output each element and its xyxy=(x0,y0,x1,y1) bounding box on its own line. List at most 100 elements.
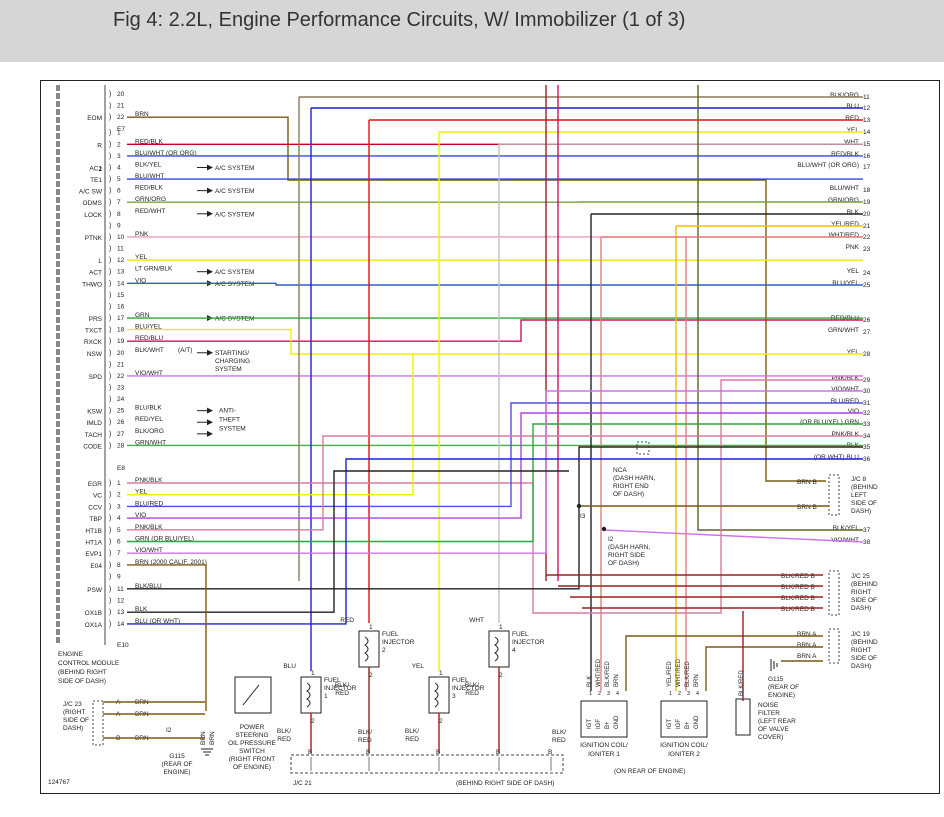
pin-bracket: ) xyxy=(109,211,111,218)
pin-number: 12 xyxy=(117,257,125,264)
callout-ac-system-arrow xyxy=(207,210,213,217)
right-wire-label: PNK xyxy=(846,244,860,251)
wire-label: VIO/WHT xyxy=(135,370,163,377)
ignition-coil-2-wire: BLK/RED xyxy=(685,661,691,687)
wire-label: LT GRN/BLK xyxy=(135,266,173,273)
ignition-coil-1-wire: BLK/RED xyxy=(605,661,611,687)
pin-bracket: ) xyxy=(109,130,111,137)
g115-right-label: G115 xyxy=(768,676,784,683)
pin-signal: EGR xyxy=(88,481,102,488)
right-wire-number: 28 xyxy=(863,351,871,358)
jc21-pin: B xyxy=(496,749,500,756)
pin-bracket: ) xyxy=(109,222,111,229)
injector-bottom-wire: RED xyxy=(277,736,291,743)
pin-signal: EOM xyxy=(87,115,102,122)
pin-number: 14 xyxy=(117,280,125,287)
pin-number: 21 xyxy=(117,361,125,368)
right-wire-number: 36 xyxy=(863,456,871,463)
callout-ac-system: A/C SYSTEM xyxy=(215,211,254,218)
injector-bottom-wire: RED xyxy=(465,690,479,697)
pin-signal: EVP1 xyxy=(85,551,102,558)
ignition-coil-2-pin-number: 2 xyxy=(678,691,681,697)
ignition-coil-2-label: IGNITION COIL/ xyxy=(660,742,708,749)
jc8-label: J/C 8 xyxy=(851,476,867,483)
injector-pin: 2 xyxy=(369,672,373,679)
injector-pin: 2 xyxy=(439,718,443,725)
callout-ac-system-arrow xyxy=(207,164,213,171)
injector-label: INJECTOR xyxy=(512,639,545,646)
callout-arrow xyxy=(207,419,213,426)
pin-bracket: ) xyxy=(109,91,111,98)
jc8-pin: BRN B xyxy=(797,504,817,511)
pin-number: 2 xyxy=(117,141,121,148)
wire-label: BLK/WHT xyxy=(135,347,164,354)
coil-location: (ON REAR OF ENGINE) xyxy=(614,768,686,775)
right-wire-number: 33 xyxy=(863,421,871,428)
pin-number: 10 xyxy=(117,234,125,241)
injector-label: INJECTOR xyxy=(452,685,485,692)
jc8-label: DASH) xyxy=(851,508,871,515)
wire-psw xyxy=(127,446,863,590)
ignition-coil-1 xyxy=(580,700,628,738)
g115-left-label: ENGINE) xyxy=(163,769,190,776)
pin-signal: LOCK xyxy=(84,212,102,219)
wire-label: GRN (OR BLU/YEL) xyxy=(135,536,194,543)
pin-bracket: ) xyxy=(109,269,111,276)
pin-signal: ODMS xyxy=(83,200,103,207)
wire-label: VIO/WHT xyxy=(135,547,163,554)
right-wire-number: 27 xyxy=(863,329,871,336)
wire-vc xyxy=(127,354,414,496)
ignition-coil-1-pin: IGF xyxy=(596,719,602,729)
right-wire-number: 38 xyxy=(863,539,871,546)
wire-evp1 xyxy=(127,390,863,554)
ignition-coil-2-pin-number: 3 xyxy=(687,691,690,697)
wire-label: PNK xyxy=(135,231,149,238)
pin-number: 9 xyxy=(117,222,121,229)
injector-pin: 1 xyxy=(311,670,315,677)
wire-label: BLK/YEL xyxy=(135,161,162,168)
injector-label: FUEL xyxy=(512,631,529,638)
ecm-label: SIDE OF DASH) xyxy=(58,678,106,685)
right-wire-number: 14 xyxy=(863,129,871,136)
noise-filter-label: COVER) xyxy=(758,734,783,741)
ecm-label: ENGINE xyxy=(58,651,84,658)
injector-pin: 2 xyxy=(311,718,315,725)
right-wire-label: VIO/WHT xyxy=(831,386,859,393)
jc25-pin: BLK/RED B xyxy=(781,573,815,580)
ignition-coil-2-label: IGNITER 2 xyxy=(668,751,700,758)
wire-label: BLU/WHT xyxy=(135,173,164,180)
pin-signal: CODE xyxy=(83,443,102,450)
injector-bottom-wire: BLK/ xyxy=(405,728,419,735)
ignition-coil-2 xyxy=(660,700,708,738)
jc23-i2: I2 xyxy=(166,727,172,734)
right-wire-label: VIO xyxy=(848,408,859,415)
right-wire-label: WHT/RED xyxy=(829,232,860,239)
pin-signal: TBP xyxy=(89,516,102,523)
wire-txct xyxy=(127,328,863,355)
right-wire-number: 32 xyxy=(863,410,871,417)
wire-label: BLU/BLK xyxy=(135,405,162,412)
figure-id: 124767 xyxy=(48,779,70,786)
wire-label: GRN xyxy=(135,312,150,319)
right-wire-number: 21 xyxy=(863,223,871,230)
noise-filter-label: NOISE xyxy=(758,702,779,709)
ground-icon xyxy=(201,748,213,756)
pin-number: 8 xyxy=(117,562,121,569)
wire-label: PNK/BLK xyxy=(135,477,163,484)
injector-bottom-wire: RED xyxy=(405,736,419,743)
pin-number: 2 xyxy=(117,492,121,499)
pin-number: 15 xyxy=(117,292,125,299)
nca-label: RIGHT END xyxy=(613,483,649,490)
right-wire-number: 24 xyxy=(863,270,871,277)
i2-label: RIGHT SIDE xyxy=(608,552,646,559)
pin-bracket: ) xyxy=(109,539,111,546)
psw-label: OIL PRESSURE xyxy=(228,740,276,747)
nca-label: NCA xyxy=(613,467,627,474)
ignition-coil-2-pin: B+ xyxy=(685,721,691,729)
injector-pin: 1 xyxy=(439,670,443,677)
injector-bottom-wire: RED xyxy=(335,690,349,697)
callout-ac-system: A/C SYSTEM xyxy=(215,269,254,276)
connector-e10: E10 xyxy=(117,642,129,649)
pin-number: 13 xyxy=(117,269,125,276)
